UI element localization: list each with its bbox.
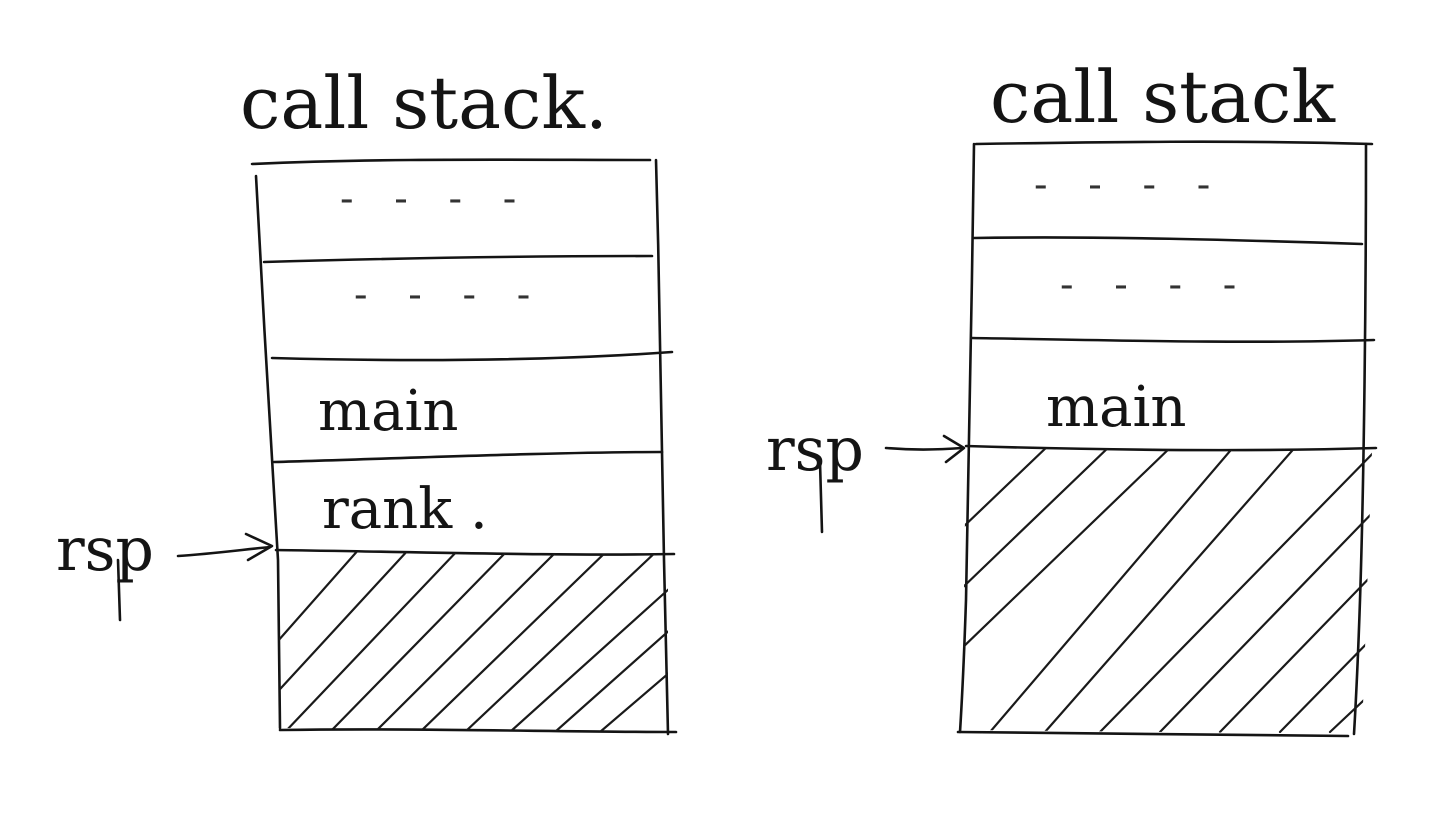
stack-right-bottom-line [956,730,1350,738]
stack-left-frame-ellipsis-2: - - - - [354,272,544,318]
stack-left-rsp-arrow-shaft [176,545,272,558]
stack-right-rsp-label: rsp [766,415,864,485]
stack-left-divider-3 [272,450,664,464]
stack-right-rsp-pointer: rsp [766,415,966,534]
stack-right-frame-main: main [1046,375,1186,440]
stack-left-free-hatch [278,552,668,732]
stack-right-rsp-descender [818,460,824,534]
stack-right-left-edge [958,142,976,734]
stack-left-rsp-pointer: rsp [56,515,274,622]
stack-left: call stack. - - - - - - - - main rank . [56,61,678,736]
stack-right-rsp-arrow-shaft [884,446,964,451]
stack-right-top-line [974,140,1374,146]
stack-right-divider-3 [964,444,1378,452]
stack-left-rsp-label: rsp [56,515,154,585]
stack-right: call stack - - - - - - - - main [766,55,1378,738]
stack-right-frame-ellipsis-1: - - - - [1034,162,1224,208]
stack-left-top-line [250,158,652,166]
stack-right-divider-1 [972,236,1364,246]
stack-right-free-hatch [962,448,1372,734]
stack-right-divider-2 [970,336,1376,344]
stack-right-title: call stack [990,55,1336,139]
stack-left-frame-ellipsis-1: - - - - [340,176,530,222]
stack-left-title: call stack. [240,61,608,145]
stack-right-frame-ellipsis-2: - - - - [1060,262,1250,308]
stack-left-divider-4 [274,548,676,556]
stack-left-divider-2 [270,350,674,362]
stack-left-bottom-line [278,728,678,734]
stack-left-rsp-descender [116,558,122,622]
stack-right-rsp-arrow-head [942,434,966,464]
stack-left-left-edge [254,174,282,730]
stack-left-frame-rank: rank . [322,477,488,542]
stack-left-right-edge [654,158,670,736]
stack-left-rsp-arrow-head [244,532,274,562]
stack-left-divider-1 [262,254,654,264]
stack-right-right-edge [1352,142,1368,736]
stack-left-frame-main: main [318,379,458,444]
